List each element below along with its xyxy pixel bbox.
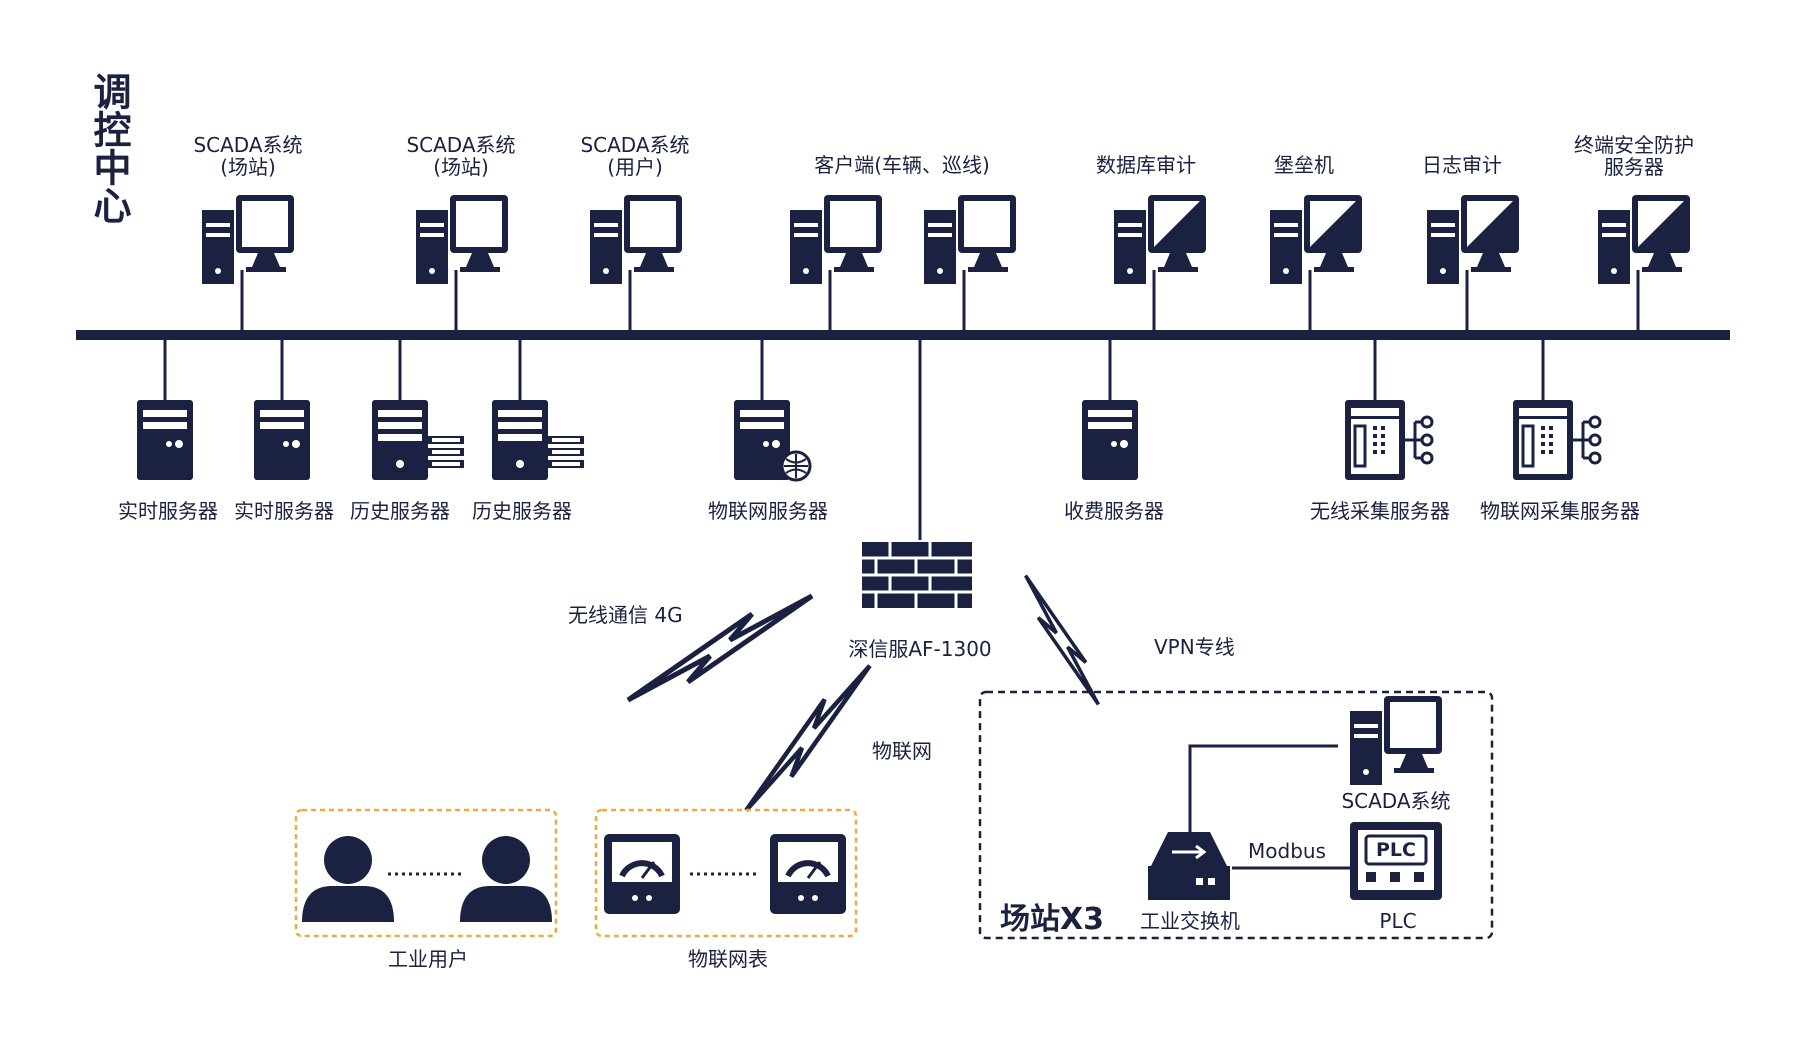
- bastion-workstation: [1270, 195, 1362, 284]
- endpoint-security-workstation: [1598, 195, 1690, 284]
- db-audit-workstation: [1114, 195, 1206, 284]
- server-label-1: 实时服务器: [118, 499, 218, 523]
- scada-station-workstation-2: [416, 195, 508, 284]
- industrial-switch-label: 工业交换机: [1140, 909, 1240, 933]
- iot-meters-label: 物联网表: [688, 947, 768, 971]
- server-label-8: 物联网采集服务器: [1480, 499, 1640, 523]
- server-label-3: 历史服务器: [350, 499, 450, 523]
- iot-link-label: 物联网: [872, 739, 932, 763]
- billing-server: [1082, 400, 1138, 480]
- modbus-label: Modbus: [1248, 839, 1326, 863]
- industrial-users-group: [294, 808, 558, 938]
- server-label-6: 收费服务器: [1064, 499, 1164, 523]
- firewall-label: 深信服AF-1300: [848, 637, 992, 661]
- control-center-title: 调控中心: [87, 72, 131, 224]
- wireless-4g-label: 无线通信 4G: [568, 603, 683, 627]
- iot-meters-group: [594, 808, 858, 938]
- workstation-label-5: 数据库审计: [1096, 153, 1196, 177]
- vpn-link-label: VPN专线: [1154, 635, 1235, 659]
- station-scada-label: SCADA系统: [1341, 789, 1451, 813]
- meter-icon: [604, 834, 680, 914]
- station-title: 场站X3: [1000, 902, 1105, 937]
- station-x3-group: [978, 690, 1494, 940]
- vpn-bolt-icon: [1023, 573, 1101, 707]
- workstation-label-7: 日志审计: [1422, 153, 1502, 177]
- person-icon: [302, 836, 394, 922]
- server-label-4: 历史服务器: [472, 499, 572, 523]
- workstation-links: [240, 270, 1640, 330]
- station-scada-workstation: [1350, 696, 1442, 785]
- workstation-label-1: SCADA系统(场站): [193, 133, 303, 179]
- client-workstation-2: [924, 195, 1016, 284]
- client-workstation-1: [790, 195, 882, 284]
- workstation-label-8: 终端安全防护服务器: [1574, 133, 1694, 179]
- server-label-7: 无线采集服务器: [1310, 499, 1450, 523]
- meter-icon: [770, 834, 846, 914]
- scada-user-workstation: [590, 195, 682, 284]
- workstation-label-4: 客户端(车辆、巡线): [814, 153, 990, 177]
- plc-label: PLC: [1379, 909, 1417, 933]
- server-links: [163, 340, 1545, 540]
- realtime-server-2: [254, 400, 310, 480]
- wireless-collection-server: [1343, 398, 1434, 482]
- log-audit-workstation: [1427, 195, 1519, 284]
- plc-device-icon: [1350, 822, 1442, 900]
- iot-server: [734, 400, 812, 482]
- history-server-2: [492, 400, 584, 480]
- industrial-users-label: 工业用户: [388, 947, 468, 971]
- scada-station-workstation-1: [202, 195, 294, 284]
- iot-bolt-icon: [714, 666, 902, 811]
- industrial-switch-icon: [1148, 832, 1230, 900]
- station-links: [1188, 744, 1350, 870]
- person-icon: [460, 836, 552, 922]
- workstation-label-6: 堡垒机: [1274, 153, 1334, 177]
- realtime-server-1: [137, 400, 193, 480]
- server-label-2: 实时服务器: [234, 499, 334, 523]
- server-label-5: 物联网服务器: [708, 499, 828, 523]
- workstation-label-2: SCADA系统(场站): [406, 133, 516, 179]
- iot-collection-server: [1511, 398, 1602, 482]
- workstation-label-3: SCADA系统(用户): [580, 133, 690, 179]
- network-bus: [76, 330, 1730, 340]
- firewall-icon: [862, 542, 972, 608]
- plc-badge-text: PLC: [1376, 839, 1416, 861]
- history-server-1: [372, 400, 464, 480]
